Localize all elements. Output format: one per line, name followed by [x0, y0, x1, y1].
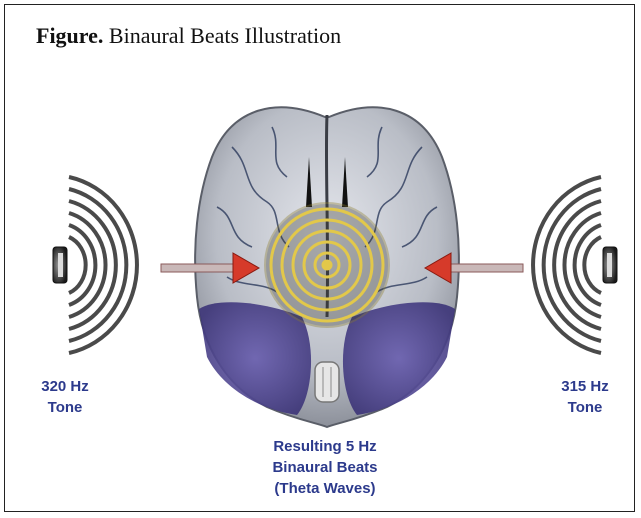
result-line-3: (Theta Waves) [245, 478, 405, 499]
speaker-right-icon [603, 247, 617, 283]
beat-rings [265, 203, 389, 327]
figure-caption: Figure. Binaural Beats Illustration [36, 23, 341, 49]
sound-waves-right [533, 177, 601, 353]
speaker-left-icon [53, 247, 67, 283]
result-line-2: Binaural Beats [245, 457, 405, 478]
left-tone-label: 320 Hz Tone [25, 376, 105, 418]
right-tone-label: 315 Hz Tone [545, 376, 625, 418]
figure-frame: Figure. Binaural Beats Illustration [4, 4, 635, 512]
left-tone-word: Tone [25, 397, 105, 418]
figure-label: Figure. [36, 23, 103, 48]
sound-waves-left [69, 177, 137, 353]
result-label: Resulting 5 Hz Binaural Beats (Theta Wav… [245, 436, 405, 499]
right-tone-word: Tone [545, 397, 625, 418]
figure-title: Binaural Beats Illustration [109, 23, 341, 48]
left-tone-frequency: 320 Hz [25, 376, 105, 397]
right-tone-frequency: 315 Hz [545, 376, 625, 397]
result-line-1: Resulting 5 Hz [245, 436, 405, 457]
